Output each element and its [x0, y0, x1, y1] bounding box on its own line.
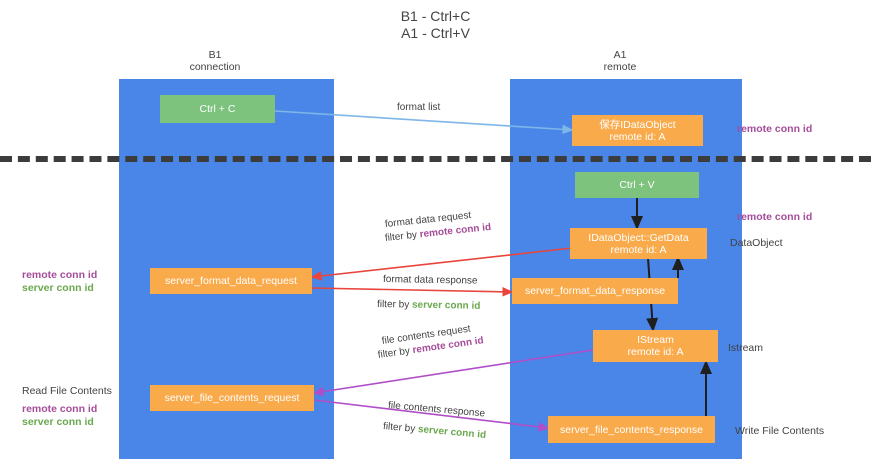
column-header-a1: A1 remote: [603, 49, 637, 73]
edge-label-filter-by-server-conn-id-1: filter by server conn id: [377, 299, 481, 313]
annotation-write-file-contents: Write File Contents: [735, 425, 825, 437]
annotation-istream: Istream: [728, 342, 764, 354]
annotation-dataobject: DataObject: [730, 237, 783, 249]
filter-prefix-4: filter by: [382, 421, 419, 436]
server-conn-id-key-1: server conn id: [411, 299, 481, 312]
annotation-left-server-conn-id-mid: server conn id: [22, 282, 94, 294]
annotation-read-file-contents: Read File Contents: [22, 385, 112, 397]
node-server-format-data-response[interactable]: server_format_data_response: [512, 278, 678, 304]
node-server-file-contents-response[interactable]: server_file_contents_response: [548, 416, 715, 443]
server-conn-id-key-2: server conn id: [417, 424, 487, 441]
filter-prefix-1: filter by: [384, 229, 421, 244]
node-ctrl-c[interactable]: Ctrl + C: [160, 95, 275, 123]
node-ctrl-v[interactable]: Ctrl + V: [575, 172, 699, 198]
edge-label-format-list: format list: [397, 102, 441, 113]
node-save-idataobject[interactable]: 保存IDataObject remote id: A: [572, 115, 703, 146]
annotation-remote-conn-id-top: remote conn id: [737, 123, 813, 135]
node-idataobject-getdata[interactable]: IDataObject::GetData remote id: A: [570, 228, 707, 259]
edge-label-format-data-response: format data response: [382, 274, 478, 287]
edge-label-filter-by-server-conn-id-2: filter by server conn id: [382, 421, 487, 442]
node-server-file-contents-request[interactable]: server_file_contents_request: [150, 385, 314, 411]
phase-divider: [0, 156, 871, 162]
filter-prefix-2: filter by: [376, 299, 413, 311]
annotation-left-remote-conn-id-bottom: remote conn id: [22, 403, 98, 415]
annotation-left-server-conn-id-bottom: server conn id: [22, 416, 94, 428]
annotation-left-remote-conn-id-mid: remote conn id: [22, 269, 98, 281]
node-server-format-data-request[interactable]: server_format_data_request: [150, 268, 312, 294]
node-istream[interactable]: IStream remote id: A: [593, 330, 718, 362]
diagram-title: B1 - Ctrl+C A1 - Ctrl+V: [400, 8, 471, 41]
column-header-b1: B1 connection: [189, 49, 241, 73]
annotation-remote-conn-id-mid: remote conn id: [737, 211, 813, 223]
edge-label-file-contents-response: file contents response: [387, 400, 486, 420]
